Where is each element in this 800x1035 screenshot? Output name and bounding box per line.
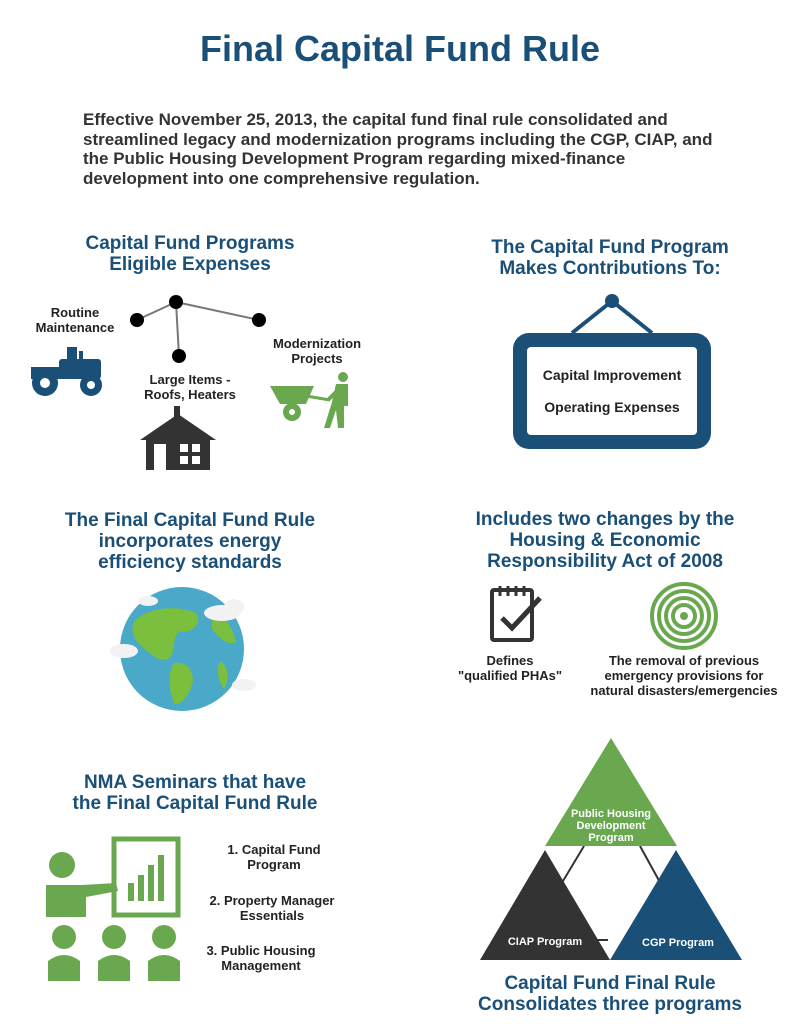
globe-icon xyxy=(110,587,256,711)
tractor-icon xyxy=(31,347,102,396)
contribution-item-capital-improvement: Capital Improvement xyxy=(542,367,682,383)
contribution-item-operating-expenses: Operating Expenses xyxy=(544,399,680,415)
consolidates-heading: Capital Fund Final Rule Consolidates thr… xyxy=(478,973,742,1015)
wheelbarrow-worker-icon xyxy=(270,372,348,428)
target-icon xyxy=(650,582,718,650)
energy-heading: The Final Capital Fund Rule incorporates… xyxy=(64,510,316,573)
modernization-projects-label: Modernization Projects xyxy=(272,336,362,366)
large-items-label: Large Items - Roofs, Heaters xyxy=(144,372,236,402)
seminar-item-2: 2. Property Manager Essentials xyxy=(209,893,335,923)
checklist-icon xyxy=(490,586,542,642)
routine-maintenance-label: Routine Maintenance xyxy=(35,305,115,335)
eligible-expenses-heading: Capital Fund Programs Eligible Expenses xyxy=(85,233,295,275)
seminar-item-3: 3. Public Housing Management xyxy=(206,943,316,973)
house-icon xyxy=(140,406,216,470)
changes-heading: Includes two changes by the Housing & Ec… xyxy=(475,509,735,572)
intro-paragraph: Effective November 25, 2013, the capital… xyxy=(83,110,713,188)
seminar-item-1: 1. Capital Fund Program xyxy=(227,842,321,872)
page-title: Final Capital Fund Rule xyxy=(199,28,600,69)
presentation-icon xyxy=(46,836,181,981)
seminars-heading: NMA Seminars that have the Final Capital… xyxy=(72,772,318,814)
triangle-label-public-housing-development: Public Housing Development Program xyxy=(570,808,652,844)
removal-provisions-label: The removal of previous emergency provis… xyxy=(590,653,778,698)
triangle-label-cgp: CGP Program xyxy=(642,937,714,949)
triangle-label-ciap: CIAP Program xyxy=(507,936,583,948)
defines-qualified-phas-label: Defines "qualified PHAs" xyxy=(457,653,563,683)
hanging-sign-icon xyxy=(513,294,711,449)
contributions-heading: The Capital Fund Program Makes Contribut… xyxy=(491,237,729,279)
